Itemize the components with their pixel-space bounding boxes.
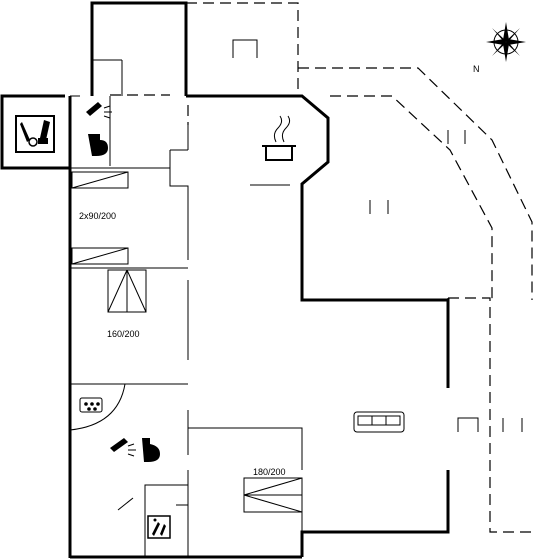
- compass-rose-icon: [486, 22, 526, 62]
- washing-machine-icon: [15, 115, 55, 153]
- shower-toilet-icon-2: [110, 438, 160, 462]
- terrace-outline: [110, 2, 534, 533]
- bed-label-160: 160/200: [107, 329, 140, 339]
- sauna-icon: [147, 515, 171, 539]
- bed-label-180: 180/200: [253, 467, 286, 477]
- whirlpool-icon: [79, 397, 103, 413]
- cooking-pot-icon: [262, 115, 296, 161]
- terrace-furniture: [232, 39, 523, 432]
- sofa-icon: [353, 411, 405, 433]
- interior-walls: [70, 59, 303, 557]
- shower-toilet-icon-1: [86, 102, 112, 156]
- compass-north-label: N: [473, 64, 480, 74]
- door-swings: [69, 383, 188, 511]
- bed-180: [243, 477, 303, 513]
- bed-160: [107, 269, 147, 313]
- bed-label-2x90: 2x90/200: [79, 211, 116, 221]
- bed-2x90: [71, 171, 129, 265]
- exterior-walls: [0, 1, 450, 559]
